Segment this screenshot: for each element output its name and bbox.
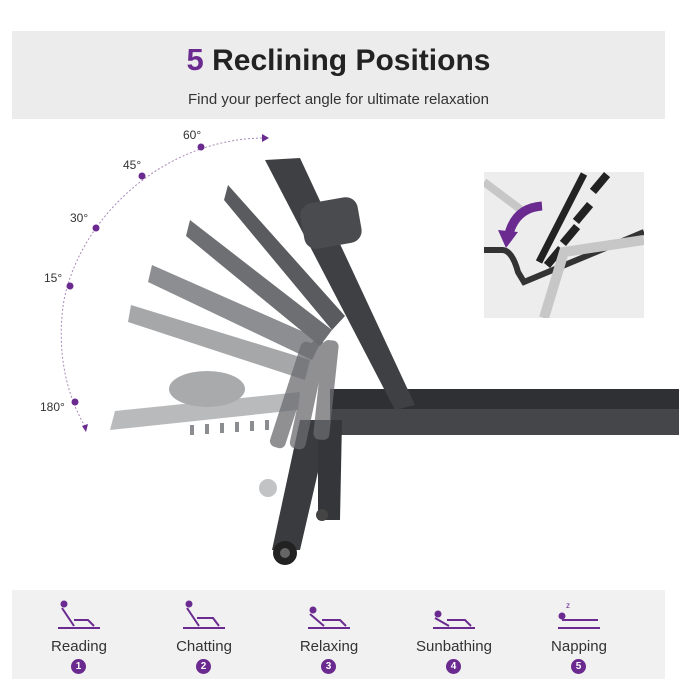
position-label: Reading	[51, 638, 107, 655]
sunbathing-icon	[433, 610, 475, 629]
position-number-badge: 1	[71, 659, 86, 674]
angle-dot	[197, 143, 205, 151]
napping-icon: z	[558, 601, 600, 629]
page-subtitle: Find your perfect angle for ultimate rel…	[188, 91, 489, 108]
position-item-napping: z Napping 5	[514, 590, 644, 679]
angle-label-15: 15°	[44, 271, 63, 285]
position-item-relaxing: Relaxing 3	[264, 590, 394, 679]
position-number-badge: 3	[321, 659, 336, 674]
position-item-sunbathing: Sunbathing 4	[389, 590, 519, 679]
lounger-illustration	[60, 134, 679, 565]
angle-dot	[92, 224, 100, 232]
angle-label-180: 180°	[40, 400, 65, 414]
backrest-30	[148, 265, 322, 360]
backrest-55	[224, 185, 345, 330]
chatting-icon	[183, 600, 225, 629]
lounger-frame	[330, 409, 679, 435]
reading-icon	[58, 600, 100, 629]
position-item-reading: Reading 1	[14, 590, 144, 679]
position-label: Sunbathing	[416, 638, 492, 655]
pillow	[300, 197, 362, 249]
angle-dot	[66, 282, 74, 290]
pillow-flat	[169, 371, 245, 407]
title-number: 5	[186, 42, 204, 77]
title-text: Reclining Positions	[203, 44, 491, 77]
positions-bar: Reading 1 Chatting 2 Relaxing 3 Sunbathi…	[12, 590, 665, 679]
angle-label-60: 60°	[183, 128, 202, 142]
angle-label-30: 30°	[70, 211, 89, 225]
position-label: Napping	[551, 638, 607, 655]
backrest-45	[186, 220, 332, 346]
angle-arc	[60, 137, 263, 429]
angle-label-45: 45°	[123, 158, 142, 172]
backrest-15	[128, 305, 310, 380]
angle-dot	[71, 398, 79, 406]
position-label: Chatting	[176, 638, 232, 655]
backrest-180	[110, 392, 300, 430]
position-number-badge: 4	[446, 659, 461, 674]
svg-text:z: z	[566, 601, 570, 610]
position-number-badge: 5	[571, 659, 586, 674]
relaxing-icon	[308, 606, 350, 629]
angle-dot	[138, 172, 146, 180]
position-item-chatting: Chatting 2	[139, 590, 269, 679]
rear-leg	[318, 420, 342, 520]
page-title: 5 Reclining Positions	[12, 42, 665, 78]
arc-arrow-start	[82, 424, 88, 432]
arc-arrow-end	[262, 134, 269, 142]
header-banner: 5 Reclining Positions Find your perfect …	[12, 31, 665, 119]
position-number-badge: 2	[196, 659, 211, 674]
front-leg	[272, 420, 330, 550]
mechanism-detail-inset	[484, 172, 644, 318]
position-label: Relaxing	[299, 638, 359, 655]
